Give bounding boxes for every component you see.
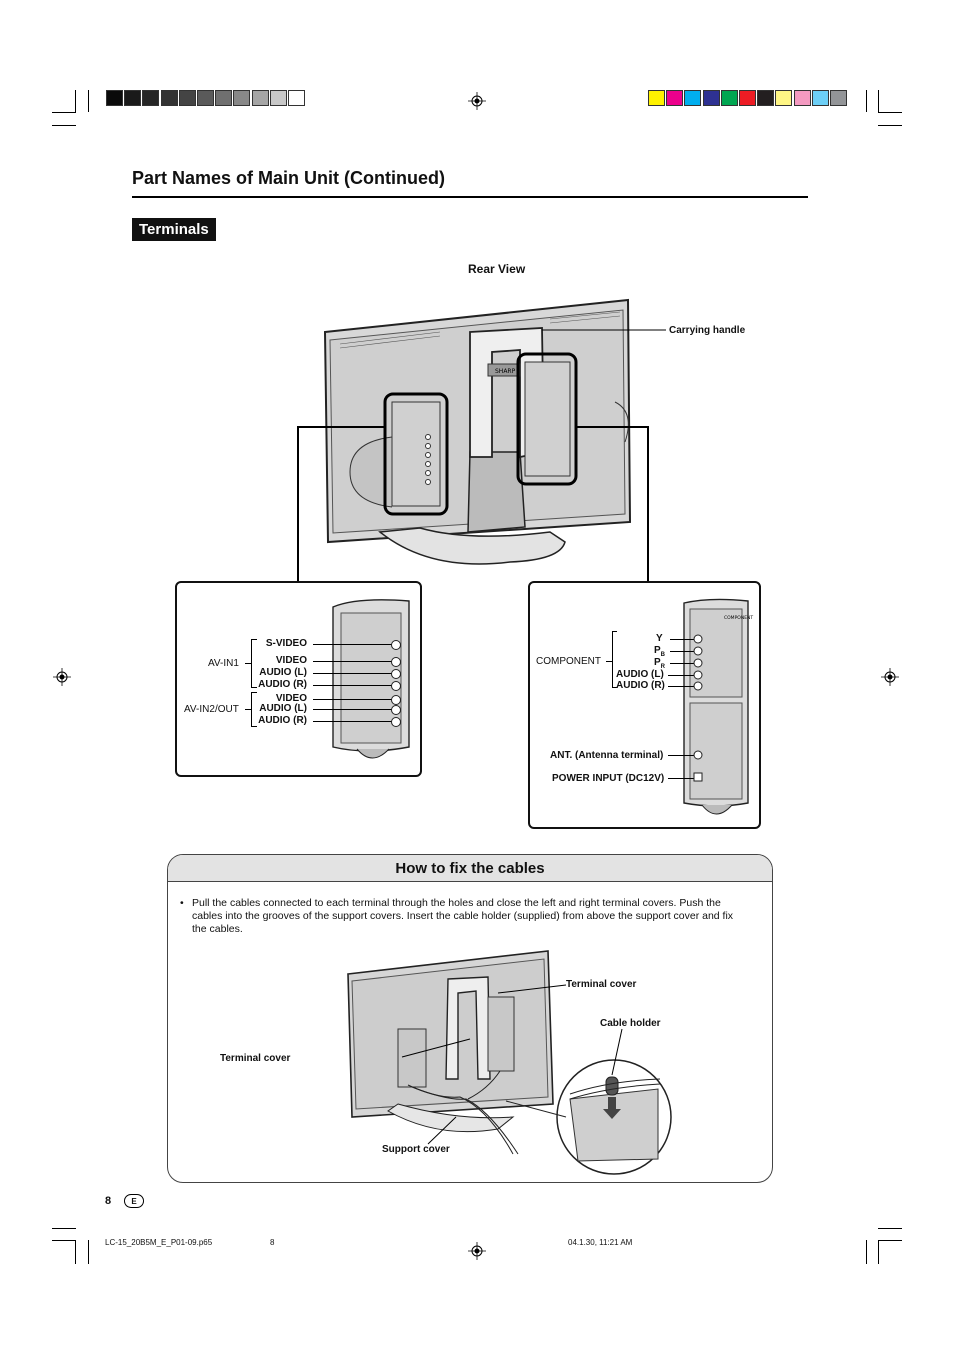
gray-swatch (288, 90, 305, 106)
pb-main: P (654, 645, 661, 656)
leader-line (313, 644, 393, 645)
pr-sub: R (660, 664, 666, 670)
color-swatch (793, 90, 811, 106)
page-number: 8 (105, 1195, 112, 1207)
pb-terminal-label: PB (654, 645, 665, 658)
jack-icon (391, 695, 401, 705)
left-terminal-label: S-VIDEO (265, 638, 307, 649)
component-audio-l-label: AUDIO (L) (616, 669, 664, 680)
gray-swatch (269, 90, 287, 106)
color-swatch (775, 90, 793, 106)
right-terminal-panel: COMPONENT COMPONENT Y PB PR AUDIO (L) AU… (528, 581, 761, 829)
component-panel-text: COMPONENT (724, 615, 753, 621)
gray-swatch (215, 90, 233, 106)
title-rule (132, 196, 808, 198)
left-terminal-label: AUDIO (L) (259, 667, 307, 678)
how-to-text: Pull the cables connected to each termin… (192, 897, 734, 935)
color-swatch (811, 90, 829, 106)
cable-holder-label: Cable holder (600, 1018, 661, 1029)
component-jacks (693, 634, 703, 782)
registration-mark-top-icon (468, 92, 486, 110)
registration-mark-bottom-icon (468, 1242, 486, 1260)
left-terminal-label: AUDIO (R) (258, 715, 307, 726)
leader-line (313, 661, 393, 662)
av-in1-group-label: AV-IN1 (208, 658, 239, 669)
color-swatch (720, 90, 738, 106)
leader-line (313, 699, 393, 700)
gray-swatch (106, 90, 123, 106)
av-in2-out-group-label: AV-IN2/OUT (184, 704, 239, 715)
carrying-handle-label: Carrying handle (669, 325, 746, 336)
registration-mark-left-icon (53, 668, 71, 686)
color-swatch (702, 90, 720, 106)
leader-line (313, 721, 393, 722)
gray-swatch (233, 90, 251, 106)
jack-icon (391, 681, 401, 691)
gray-swatch (197, 90, 214, 106)
color-swatch (830, 90, 847, 106)
gray-swatch (124, 90, 142, 106)
jack-icon (391, 669, 401, 679)
terminal-cover-right-label: Terminal cover (566, 979, 637, 990)
left-panel-illustration (332, 599, 410, 759)
color-swatch (757, 90, 775, 106)
left-terminal-label: VIDEO (275, 655, 307, 666)
footer-file-page: 8 (270, 1238, 275, 1247)
left-terminal-label: AUDIO (L) (259, 703, 307, 714)
gray-swatch (160, 90, 178, 106)
color-swatch (666, 90, 684, 106)
color-swatch (739, 90, 756, 106)
jack-icon (391, 705, 401, 715)
leader-line (313, 709, 393, 710)
footer-file-name: LC-15_20B5M_E_P01-09.p65 (105, 1238, 213, 1247)
antenna-terminal-label: ANT. (Antenna terminal) (550, 750, 664, 761)
component-group-label: COMPONENT (536, 656, 601, 667)
cable-fix-illustration (347, 950, 672, 1175)
y-terminal-label: Y (656, 633, 663, 644)
pr-terminal-label: PR (654, 657, 665, 670)
rear-view-caption: Rear View (468, 262, 526, 276)
gray-swatch (142, 90, 160, 106)
pr-main: P (654, 657, 661, 668)
section-label: Terminals (132, 218, 216, 241)
gray-swatch (178, 90, 196, 106)
registration-mark-right-icon (881, 668, 899, 686)
page-title: Part Names of Main Unit (Continued) (132, 168, 446, 188)
left-terminal-label: VIDEO (275, 693, 307, 704)
jack-icon (391, 717, 401, 727)
jack-icon (391, 657, 401, 667)
bullet: • (180, 897, 184, 909)
color-swatch (648, 90, 665, 106)
component-audio-r-label: AUDIO (R) (616, 680, 665, 691)
leader-line (313, 673, 393, 674)
power-input-label: POWER INPUT (DC12V) (552, 773, 665, 784)
how-to-fix-cables-box: How to fix the cables • Pull the cables … (167, 854, 773, 1183)
rear-view-illustration: SHARP (297, 298, 666, 582)
footer-timestamp: 04.1.30, 11:21 AM (568, 1238, 633, 1247)
how-to-heading: How to fix the cables (168, 855, 772, 882)
support-cover-label: Support cover (382, 1144, 450, 1155)
pb-sub: B (660, 652, 666, 658)
color-swatch (684, 90, 702, 106)
language-badge: E (124, 1194, 144, 1208)
jack-icon (391, 640, 401, 650)
leader-line (313, 685, 393, 686)
gray-swatch (251, 90, 269, 106)
left-terminal-label: AUDIO (R) (258, 679, 307, 690)
rear-panel-brand-text: SHARP (495, 368, 516, 375)
how-to-instructions: • Pull the cables connected to each term… (180, 897, 747, 936)
terminal-cover-left-label: Terminal cover (220, 1053, 291, 1064)
